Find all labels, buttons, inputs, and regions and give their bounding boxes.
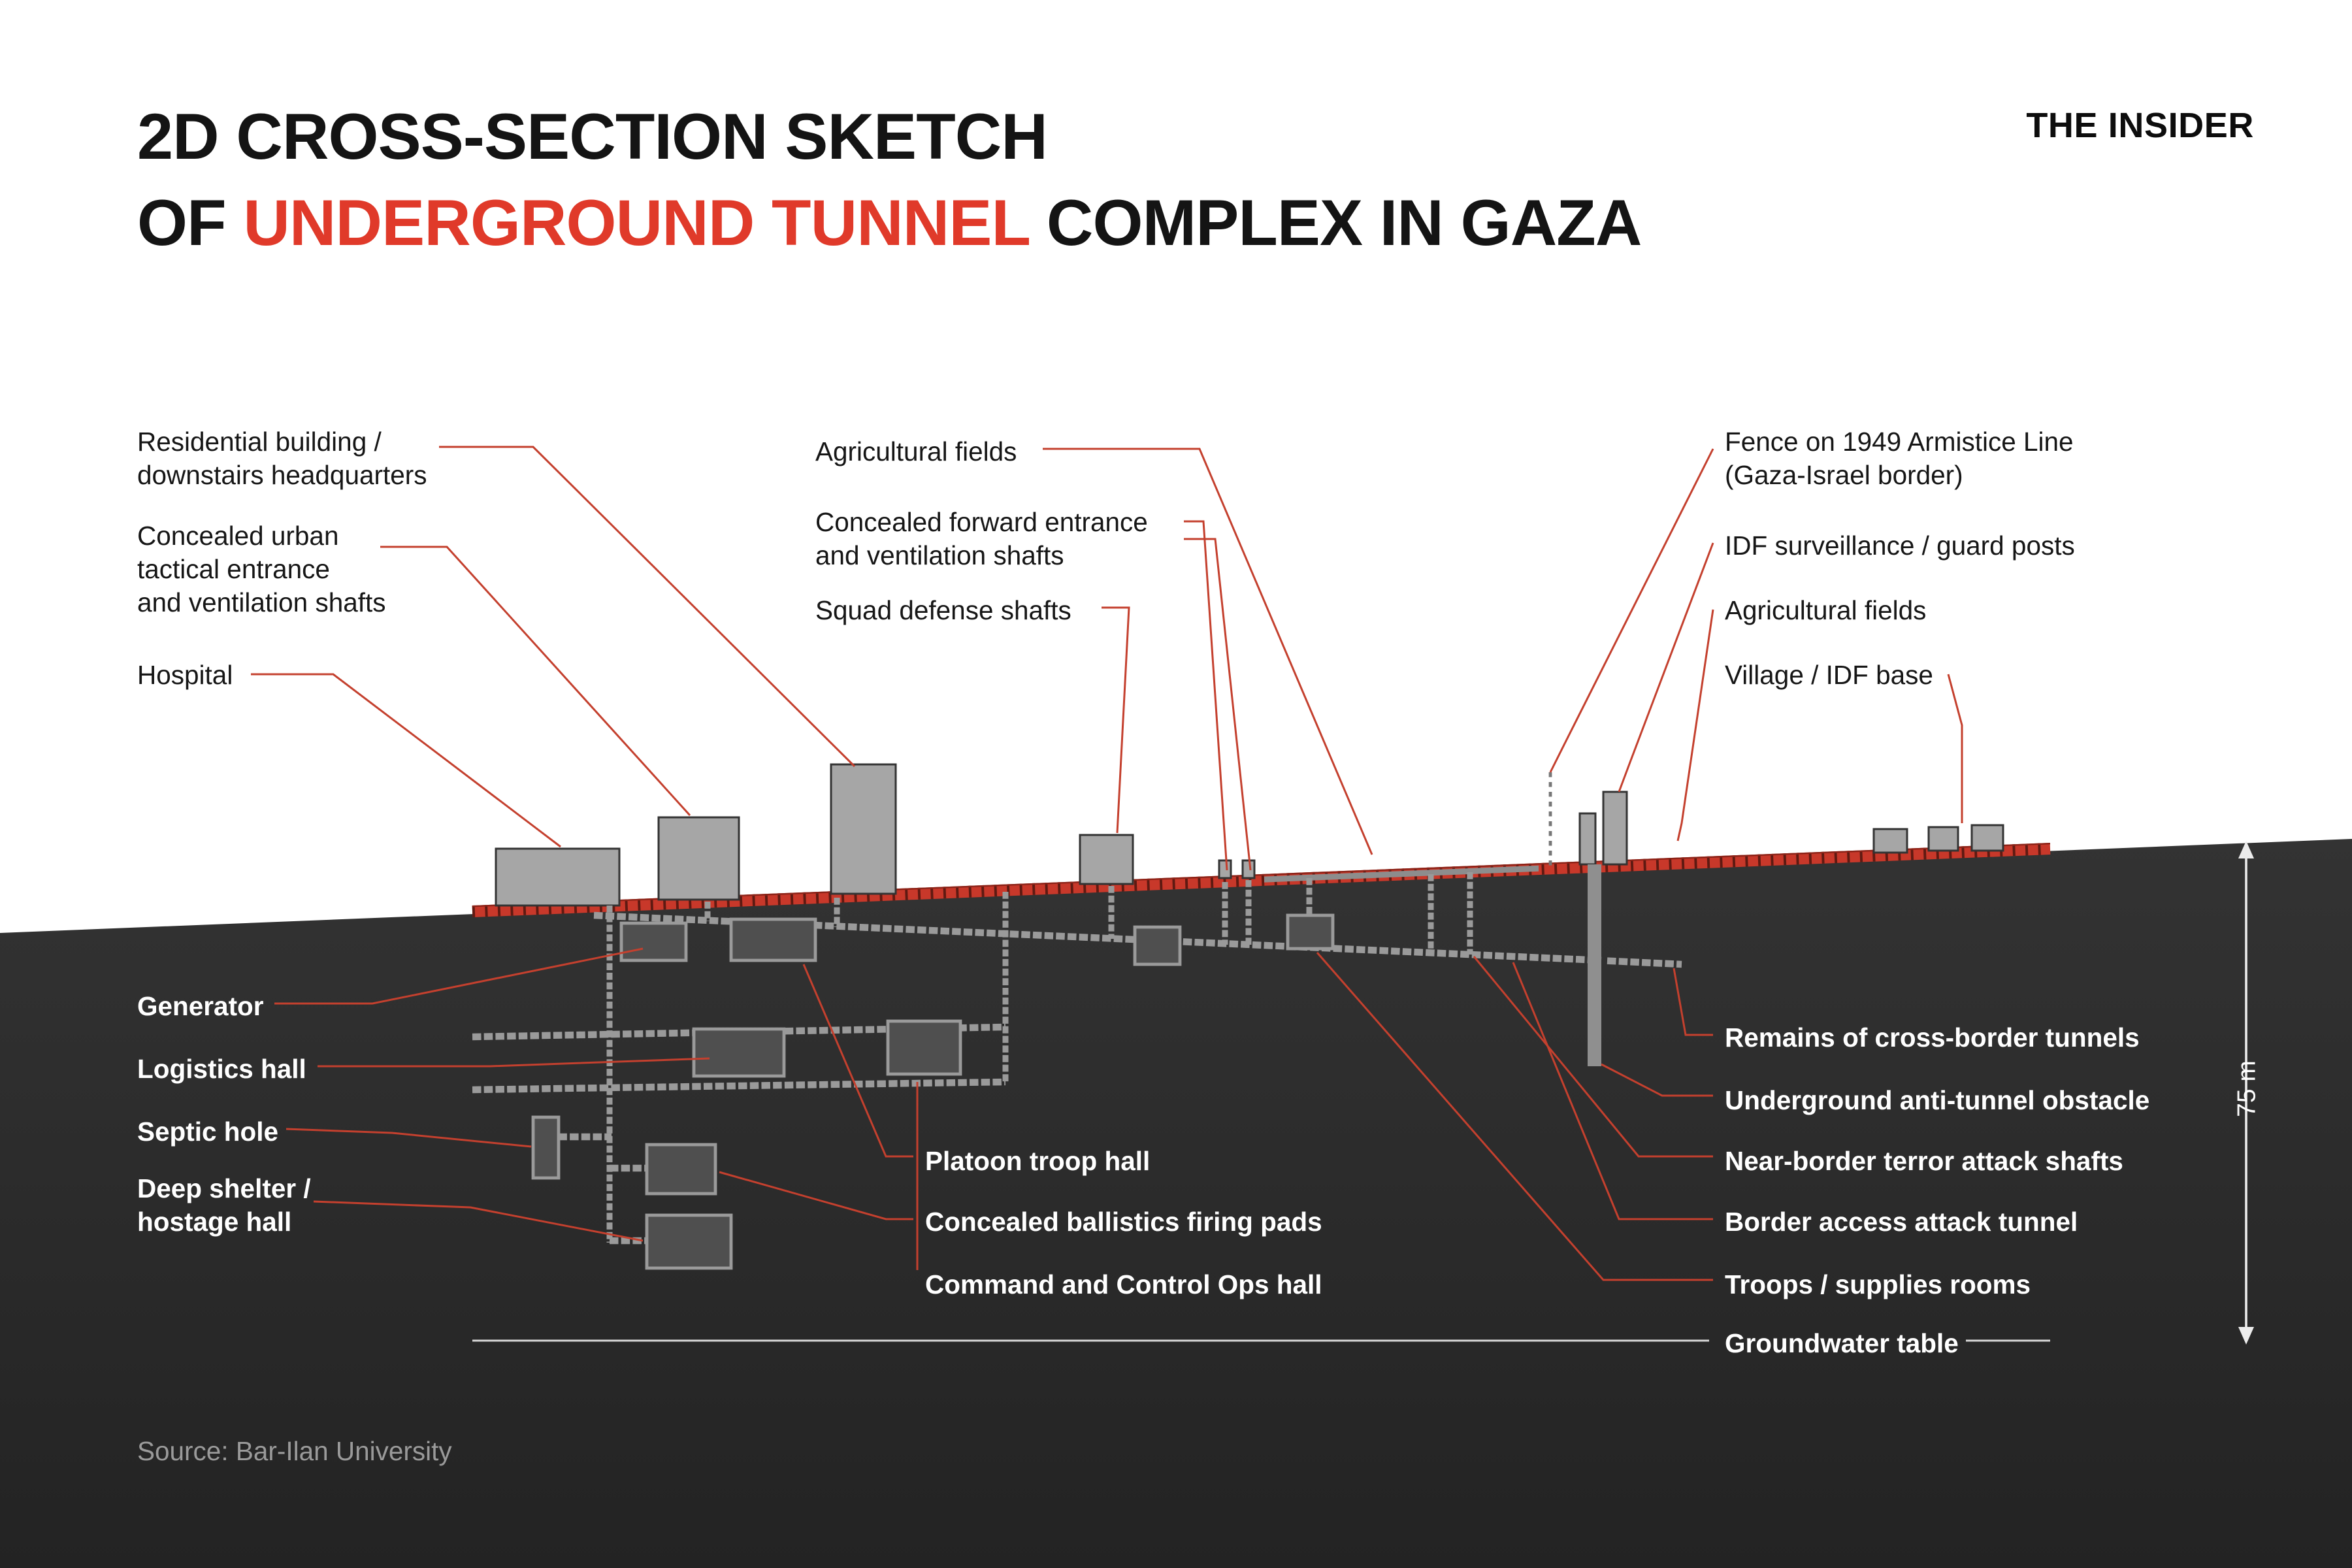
guard-post-tower xyxy=(1602,791,1628,866)
callout-line-ballistics xyxy=(719,1171,913,1220)
command-ops-hall xyxy=(886,1019,962,1076)
callout-line-border-access xyxy=(1512,962,1713,1220)
label-platoon: Platoon troop hall xyxy=(925,1147,1151,1176)
callout-line-platoon xyxy=(802,964,913,1158)
label-ballistics: Concealed ballistics firing pads xyxy=(925,1207,1322,1237)
label-forward-entrance: Concealed forward entrance and ventilati… xyxy=(815,508,1148,571)
callout-line-forward-2 xyxy=(1184,538,1252,871)
title-line-2: OF UNDERGROUND TUNNEL COMPLEX IN GAZA xyxy=(137,185,1642,258)
label-squad-defense: Squad defense shafts xyxy=(815,596,1071,625)
callout-line-anti-tunnel xyxy=(1601,1063,1713,1097)
label-hospital: Hospital xyxy=(137,661,233,690)
label-agricultural-left: Agricultural fields xyxy=(815,437,1017,466)
label-near-border: Near-border terror attack shafts xyxy=(1725,1147,2123,1176)
callout-line-idf xyxy=(1618,542,1714,792)
label-anti-tunnel: Underground anti-tunnel obstacle xyxy=(1725,1086,2150,1115)
label-idf-surveillance: IDF surveillance / guard posts xyxy=(1725,531,2075,561)
septic-hole xyxy=(531,1115,561,1180)
troops-supplies-room-1 xyxy=(1133,925,1182,966)
callout-line-deep-shelter xyxy=(313,1200,644,1242)
village-building-3 xyxy=(1970,824,2004,852)
callout-line-agricultural-left xyxy=(1043,448,1373,855)
label-command: Command and Control Ops hall xyxy=(925,1270,1322,1299)
callout-line-residential xyxy=(439,446,856,768)
squad-shaft-building xyxy=(1079,834,1134,885)
title-highlight: UNDERGROUND TUNNEL xyxy=(243,185,1030,258)
urban-entrance-building xyxy=(657,816,740,901)
depth-scale-label: 75 m xyxy=(2231,1060,2261,1117)
deep-shelter-hostage-hall xyxy=(645,1213,733,1270)
label-deep-shelter: Deep shelter / hostage hall xyxy=(137,1174,311,1237)
label-logistics: Logistics hall xyxy=(137,1054,306,1084)
callout-line-fence xyxy=(1549,448,1714,773)
callout-line-hospital xyxy=(251,673,561,848)
residential-building xyxy=(830,763,897,895)
logistics-hall xyxy=(692,1027,786,1078)
callout-line-troops xyxy=(1316,952,1713,1281)
ballistics-firing-pad-room xyxy=(645,1143,717,1196)
guard-post-small xyxy=(1578,812,1597,866)
label-border-access: Border access attack tunnel xyxy=(1725,1207,2078,1237)
callout-line-septic xyxy=(286,1128,532,1148)
anti-tunnel-obstacle xyxy=(1588,864,1601,1066)
callout-line-village xyxy=(1947,674,1963,823)
forward-shaft-top-2 xyxy=(1241,859,1256,879)
label-generator: Generator xyxy=(137,992,264,1021)
depth-arrow xyxy=(2238,841,2254,1345)
village-building-2 xyxy=(1927,826,1959,852)
ground-mass xyxy=(0,839,2352,1568)
forward-shaft-top-1 xyxy=(1218,859,1232,879)
label-troops: Troops / supplies rooms xyxy=(1725,1270,2031,1299)
village-building-1 xyxy=(1872,828,1908,854)
source-credit: Source: Bar-Ilan University xyxy=(137,1437,452,1466)
callout-line-generator xyxy=(274,947,644,1005)
hospital-building xyxy=(495,847,621,907)
callout-line-urban-entrance xyxy=(380,546,691,817)
cross-border-tunnel-remains xyxy=(1607,957,1682,968)
label-agricultural-right: Agricultural fields xyxy=(1725,596,1927,625)
label-groundwater: Groundwater table xyxy=(1725,1329,1959,1358)
callout-line-near-border xyxy=(1473,956,1713,1158)
label-fence: Fence on 1949 Armistice Line (Gaza-Israe… xyxy=(1725,427,2074,491)
agricultural-field-strip xyxy=(1264,865,1539,883)
label-village: Village / IDF base xyxy=(1725,661,1933,690)
platoon-troop-hall xyxy=(729,917,817,962)
callout-line-remains xyxy=(1673,968,1713,1036)
label-septic: Septic hole xyxy=(137,1117,279,1147)
vertical-shafts xyxy=(606,872,1473,1243)
label-residential: Residential building / downstairs headqu… xyxy=(137,427,427,491)
generator-room xyxy=(619,921,688,962)
title-line-1: 2D CROSS-SECTION SKETCH xyxy=(137,100,1048,172)
callout-line-logistics xyxy=(318,1057,710,1068)
callout-line-agricultural-right xyxy=(1676,609,1714,841)
brand-logo: THE INSIDER xyxy=(2026,106,2254,145)
page-title: 2D CROSS-SECTION SKETCH OF UNDERGROUND T… xyxy=(137,94,1642,265)
troops-supplies-room-2 xyxy=(1286,913,1335,951)
callout-line-forward-1 xyxy=(1184,520,1228,871)
label-urban-entrance: Concealed urban tactical entrance and ve… xyxy=(137,521,386,618)
callout-line-squad xyxy=(1102,606,1130,834)
label-remains: Remains of cross-border tunnels xyxy=(1725,1023,2140,1053)
